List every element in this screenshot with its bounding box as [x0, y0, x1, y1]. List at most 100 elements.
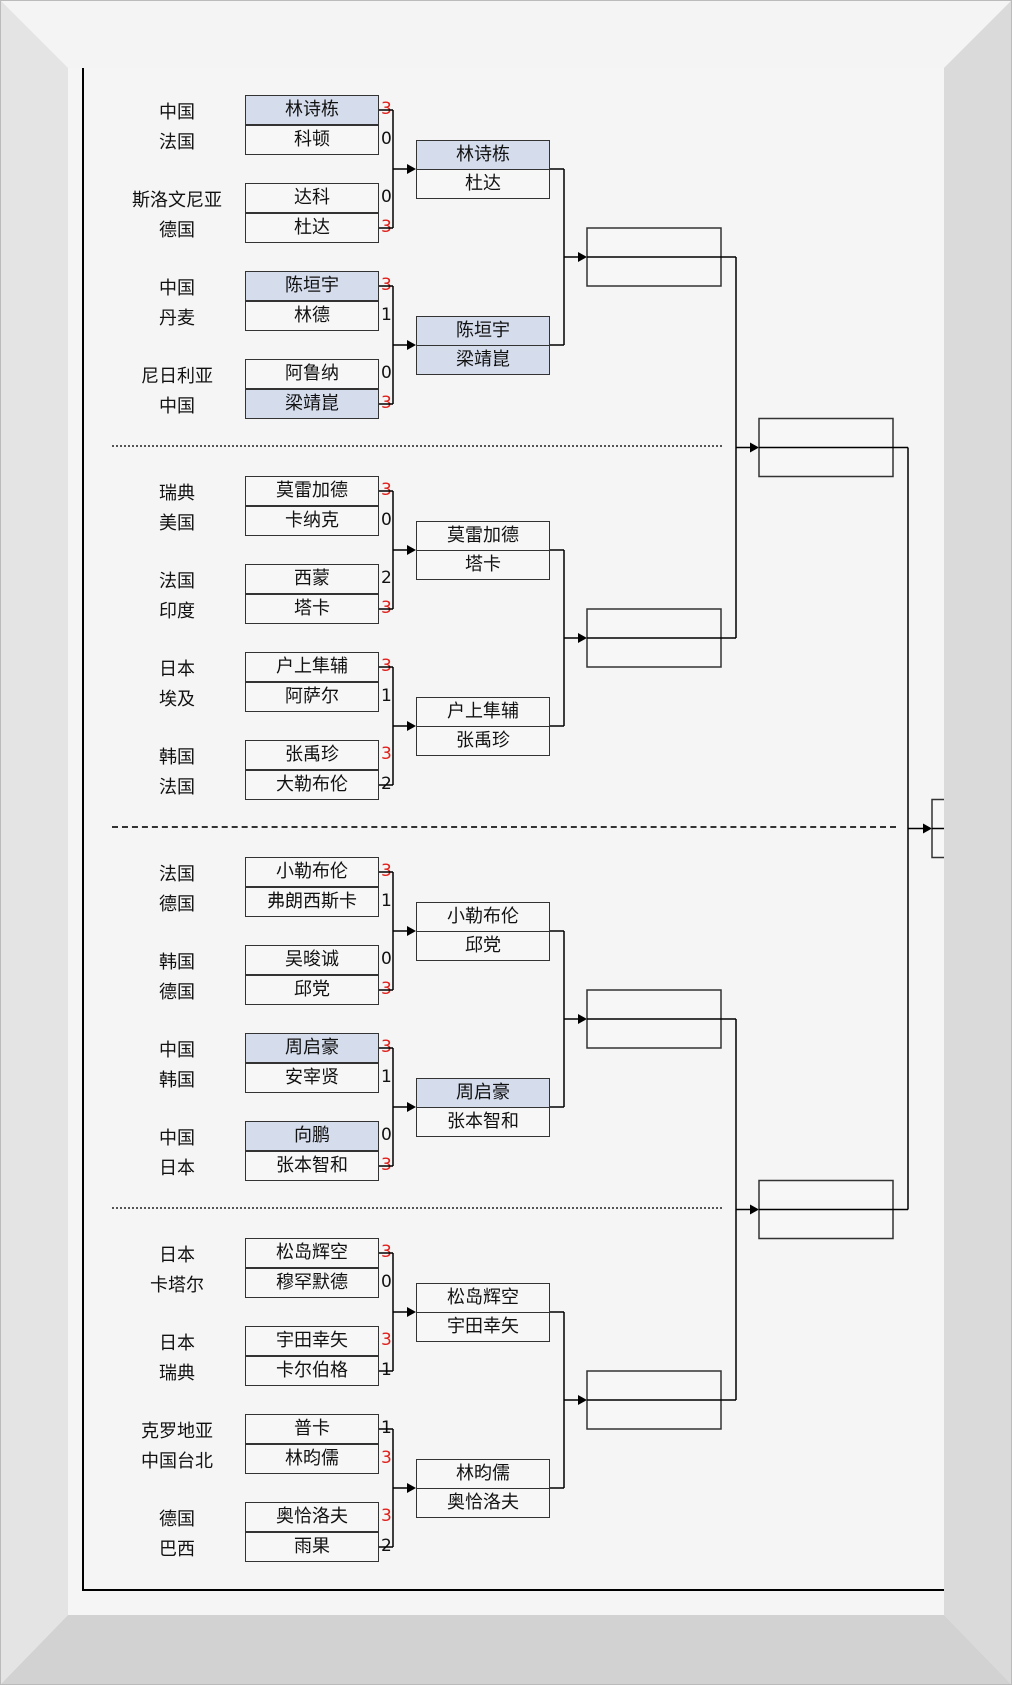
country-label: 德国: [159, 894, 195, 915]
country-label: 埃及: [159, 689, 195, 710]
qualifier-box[interactable]: 杜达: [416, 169, 550, 199]
country-label: 中国: [159, 278, 195, 299]
player-box[interactable]: 安宰贤: [245, 1063, 379, 1093]
player-box[interactable]: 林昀儒: [245, 1444, 379, 1474]
country-label: 中国: [159, 1128, 195, 1149]
player-box[interactable]: 张禹珍: [245, 740, 379, 770]
score-value: 1: [381, 686, 392, 706]
player-box[interactable]: 邱党: [245, 975, 379, 1005]
player-box[interactable]: 塔卡: [245, 594, 379, 624]
country-label: 斯洛文尼亚: [132, 190, 222, 211]
country-label: 法国: [159, 864, 195, 885]
player-box[interactable]: 西蒙: [245, 564, 379, 594]
score-value: 0: [381, 1272, 392, 1292]
arrow-head: [407, 545, 416, 555]
score-value: 2: [381, 1536, 392, 1556]
country-label: 法国: [159, 132, 195, 153]
score-value: 1: [381, 1360, 392, 1380]
player-box[interactable]: 周启豪: [245, 1033, 379, 1063]
score-value: 3: [381, 480, 392, 500]
player-box[interactable]: 松岛辉空: [245, 1238, 379, 1268]
qualifier-box[interactable]: 陈垣宇: [416, 316, 550, 346]
player-box[interactable]: 达科: [245, 183, 379, 213]
player-box[interactable]: 穆罕默德: [245, 1268, 379, 1298]
qualifier-box[interactable]: 林昀儒: [416, 1459, 550, 1489]
qualifier-box[interactable]: 周启豪: [416, 1078, 550, 1108]
country-label: 日本: [159, 1158, 195, 1179]
player-box[interactable]: 阿鲁纳: [245, 359, 379, 389]
quarter-separator: [112, 1207, 722, 1209]
score-value: 3: [381, 99, 392, 119]
player-box[interactable]: 莫雷加德: [245, 476, 379, 506]
qualifier-box[interactable]: 塔卡: [416, 550, 550, 580]
score-value: 1: [381, 891, 392, 911]
score-value: 3: [381, 275, 392, 295]
arrow-head: [750, 442, 759, 453]
player-box[interactable]: 宇田幸矢: [245, 1326, 379, 1356]
arrow-head: [578, 633, 587, 643]
player-box[interactable]: 林诗栋: [245, 95, 379, 125]
score-value: 0: [381, 949, 392, 969]
country-label: 丹麦: [159, 308, 195, 329]
score-value: 3: [381, 217, 392, 237]
country-label: 法国: [159, 777, 195, 798]
score-value: 3: [381, 744, 392, 764]
player-box[interactable]: 林德: [245, 301, 379, 331]
score-value: 3: [381, 1242, 392, 1262]
country-label: 中国: [159, 1040, 195, 1061]
player-box[interactable]: 科顿: [245, 125, 379, 155]
score-value: 3: [381, 1448, 392, 1468]
player-box[interactable]: 阿萨尔: [245, 682, 379, 712]
player-box[interactable]: 弗朗西斯卡: [245, 887, 379, 917]
country-label: 韩国: [159, 1070, 195, 1091]
player-box[interactable]: 向鹏: [245, 1121, 379, 1151]
sheet-bottom-border: [82, 1589, 944, 1591]
arrow-head: [407, 721, 416, 731]
player-box[interactable]: 普卡: [245, 1414, 379, 1444]
player-box[interactable]: 大勒布伦: [245, 770, 379, 800]
score-value: 0: [381, 187, 392, 207]
player-box[interactable]: 奥恰洛夫: [245, 1502, 379, 1532]
score-value: 3: [381, 1037, 392, 1057]
country-label: 瑞典: [159, 1363, 195, 1384]
country-label: 美国: [159, 513, 195, 534]
qualifier-box[interactable]: 林诗栋: [416, 140, 550, 170]
arrow-head: [407, 926, 416, 936]
player-box[interactable]: 小勒布伦: [245, 857, 379, 887]
country-label: 中国台北: [141, 1451, 213, 1472]
quarter-separator: [112, 826, 896, 828]
player-box[interactable]: 卡尔伯格: [245, 1356, 379, 1386]
player-box[interactable]: 吴晙诚: [245, 945, 379, 975]
qualifier-box[interactable]: 张禹珍: [416, 726, 550, 756]
player-box[interactable]: 张本智和: [245, 1151, 379, 1181]
country-label: 中国: [159, 396, 195, 417]
country-label: 韩国: [159, 952, 195, 973]
player-box[interactable]: 户上隼辅: [245, 652, 379, 682]
country-label: 德国: [159, 1509, 195, 1530]
country-label: 日本: [159, 659, 195, 680]
player-box[interactable]: 梁靖崑: [245, 389, 379, 419]
quarter-separator: [112, 445, 722, 447]
player-box[interactable]: 卡纳克: [245, 506, 379, 536]
arrow-head: [407, 164, 416, 174]
country-label: 尼日利亚: [141, 366, 213, 387]
arrow-head: [407, 340, 416, 350]
score-value: 3: [381, 861, 392, 881]
qualifier-box[interactable]: 宇田幸矢: [416, 1312, 550, 1342]
score-value: 3: [381, 656, 392, 676]
qualifier-box[interactable]: 奥恰洛夫: [416, 1488, 550, 1518]
player-box[interactable]: 陈垣宇: [245, 271, 379, 301]
qualifier-box[interactable]: 邱党: [416, 931, 550, 961]
qualifier-box[interactable]: 梁靖崑: [416, 345, 550, 375]
score-value: 3: [381, 1506, 392, 1526]
score-value: 1: [381, 1067, 392, 1087]
arrow-head: [407, 1307, 416, 1317]
player-box[interactable]: 杜达: [245, 213, 379, 243]
score-value: 3: [381, 1155, 392, 1175]
country-label: 克罗地亚: [141, 1421, 213, 1442]
arrow-head: [407, 1102, 416, 1112]
qualifier-box[interactable]: 张本智和: [416, 1107, 550, 1137]
arrow-head: [750, 1204, 759, 1215]
player-box[interactable]: 雨果: [245, 1532, 379, 1562]
